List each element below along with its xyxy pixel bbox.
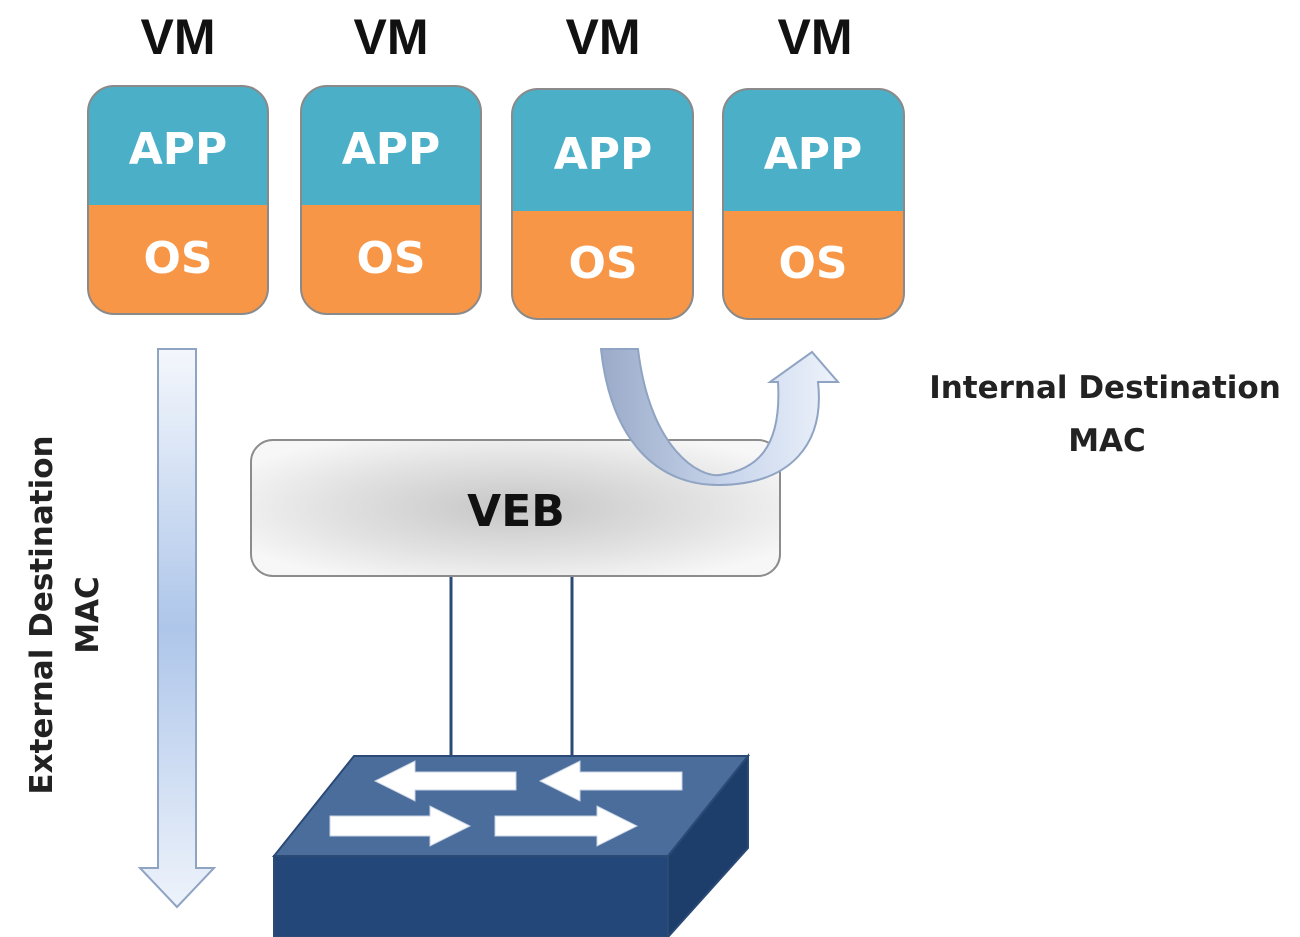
u-turn-arrow-icon xyxy=(599,348,841,487)
os-label: OS xyxy=(143,233,212,284)
app-layer xyxy=(301,86,481,205)
os-label: OS xyxy=(778,238,847,289)
down-arrow-icon xyxy=(137,348,217,909)
veb-box: VEB xyxy=(250,439,781,577)
internal-label-line1: Internal Destination xyxy=(929,370,1281,406)
os-layer xyxy=(512,211,693,319)
internal-destination-label: Internal Destination MAC xyxy=(929,370,1281,459)
app-label: APP xyxy=(764,129,863,180)
os-layer xyxy=(88,205,268,314)
vm-title: VM xyxy=(778,9,853,65)
app-layer xyxy=(723,89,904,211)
left-arrow-icon xyxy=(373,760,517,802)
vm-2: VM APP OS xyxy=(300,9,482,315)
vm-title: VM xyxy=(566,9,641,65)
left-arrow-icon xyxy=(538,760,683,802)
right-arrow-icon xyxy=(494,805,639,847)
app-label: APP xyxy=(554,129,653,180)
app-label: APP xyxy=(129,124,228,175)
os-label: OS xyxy=(356,233,425,284)
external-label-line1: External Destination xyxy=(24,435,60,794)
vm-title: VM xyxy=(354,9,429,65)
vm-1: VM APP OS xyxy=(87,9,269,315)
internal-label-line2: MAC xyxy=(1068,423,1146,459)
vm-3: VM APP OS xyxy=(511,9,694,320)
app-layer xyxy=(88,86,268,205)
vm-4: VM APP OS xyxy=(722,9,905,320)
os-label: OS xyxy=(568,238,637,289)
os-layer xyxy=(723,211,904,319)
external-destination-label: External Destination MAC xyxy=(24,435,106,794)
external-label-line2: MAC xyxy=(70,576,106,654)
right-arrow-icon xyxy=(329,805,472,847)
vm-title: VM xyxy=(141,9,216,65)
app-label: APP xyxy=(342,124,441,175)
os-layer xyxy=(301,205,481,314)
app-layer xyxy=(512,89,693,211)
network-switch-icon xyxy=(271,753,751,937)
veb-label: VEB xyxy=(467,486,565,537)
